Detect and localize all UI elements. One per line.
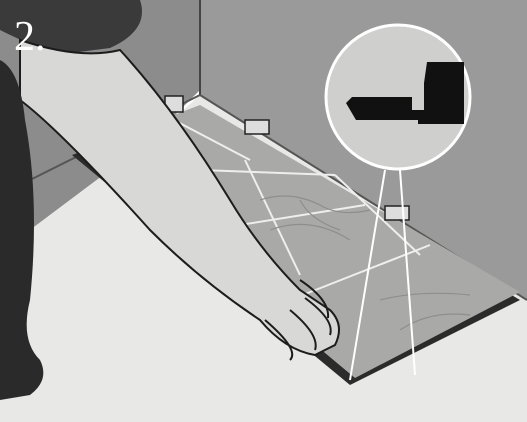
step-number: 2.	[14, 16, 46, 58]
magnified-joint-profile-icon	[326, 25, 470, 169]
